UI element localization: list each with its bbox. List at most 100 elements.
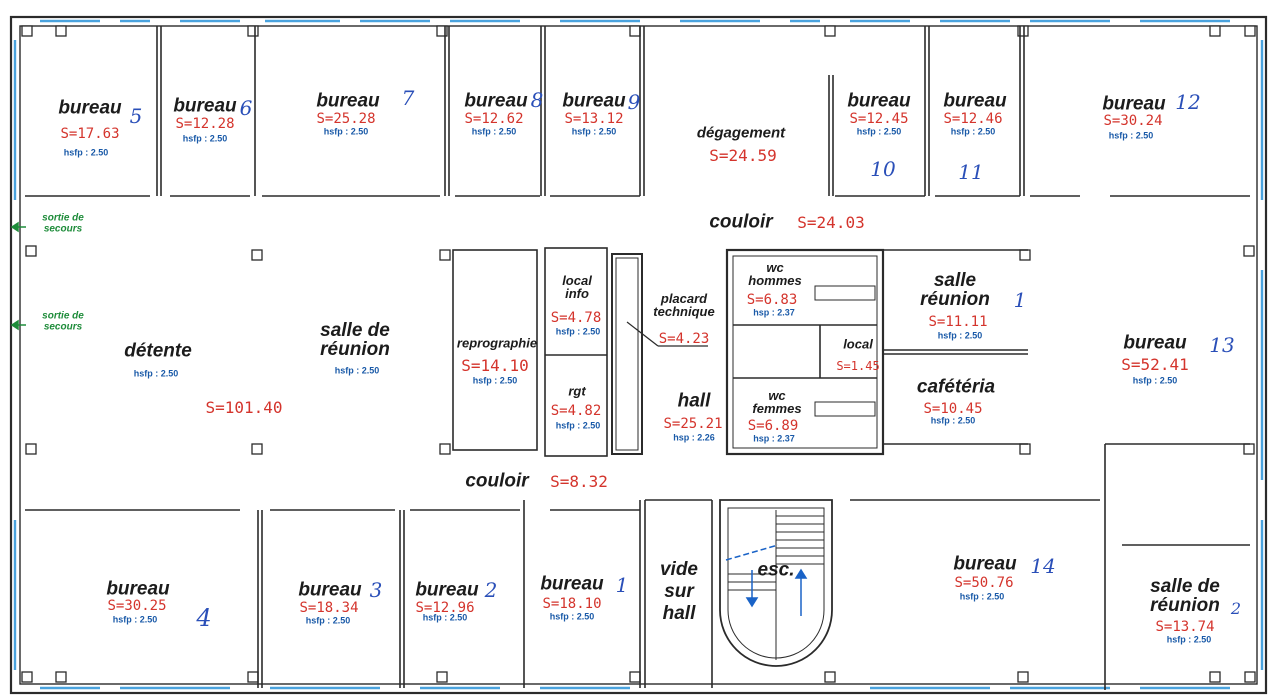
room-area-bureau-4: S=30.25 [107, 598, 167, 614]
room-height-bureau-5: hsfp : 2.50 [63, 147, 109, 158]
room-area-local-info: S=4.78 [550, 310, 602, 326]
room-height-reprographie: hsfp : 2.50 [472, 375, 518, 386]
room-area-couloir-1: S=24.03 [797, 213, 865, 232]
room-area-wc-femmes: S=6.89 [747, 418, 799, 434]
room-area-bureau-3: S=18.34 [299, 600, 359, 616]
room-area-placard-technique: S=4.23 [658, 331, 710, 347]
room-number-12: 12 [1175, 90, 1201, 114]
room-name-couloir-1: couloir [709, 211, 773, 233]
room-number-9: 9 [627, 90, 641, 114]
room-height-bureau-6: hsfp : 2.50 [182, 133, 228, 144]
room-height-salle-reunion: hsfp : 2.50 [334, 365, 380, 376]
room-number-11: 11 [958, 160, 984, 184]
room-name-hall: hall [677, 390, 711, 412]
room-height-rgt: hsfp : 2.50 [555, 420, 601, 431]
room-name-bureau-9: bureau [562, 90, 626, 112]
interior-walls [25, 26, 1250, 690]
room-area-bureau-11: S=12.46 [943, 111, 1003, 127]
room-number-10: 10 [870, 157, 896, 181]
room-name-bureau-4: bureau [106, 578, 170, 600]
room-height-detente: hsfp : 2.50 [133, 368, 179, 379]
room-area-salle-reunion-2: S=13.74 [1155, 619, 1215, 635]
room-name-bureau-2: bureau [415, 579, 479, 601]
room-height-bureau-8: hsfp : 2.50 [471, 126, 517, 137]
room-number-4: 4 [196, 604, 212, 632]
room-area-bureau-8: S=12.62 [464, 111, 524, 127]
exit-arrows [10, 221, 26, 331]
room-area-reprographie: S=14.10 [461, 356, 529, 375]
room-area-bureau-7: S=25.28 [316, 111, 376, 127]
windows [13, 19, 1264, 690]
room-area-bureau-1: S=18.10 [542, 596, 602, 612]
room-name-rgt: rgt [568, 383, 586, 399]
room-number-2: 2 [484, 578, 498, 602]
room-area-bureau-12: S=30.24 [1103, 113, 1163, 129]
room-name-bureau-10: bureau [847, 90, 911, 112]
room-area-bureau-9: S=13.12 [564, 111, 624, 127]
room-area-degagement: S=24.59 [709, 146, 777, 165]
room-area-salle-reunion-1: S=11.11 [928, 314, 988, 330]
room-area-wc-hommes: S=6.83 [746, 292, 798, 308]
room-name-detente: détente [124, 340, 192, 362]
room-name-reprographie: reprographie [456, 335, 538, 351]
room-area-bureau-14: S=50.76 [954, 575, 1014, 591]
room-number-3: 3 [369, 578, 383, 602]
columns [21, 25, 1256, 683]
room-area-bureau-10: S=12.45 [849, 111, 909, 127]
room-area-rgt: S=4.82 [550, 403, 602, 419]
room-area-couloir-2: S=8.32 [550, 472, 608, 491]
room-height-wc-femmes: hsp : 2.37 [753, 433, 795, 444]
room-height-wc-hommes: hsp : 2.37 [753, 307, 795, 318]
room-number-6: 6 [239, 96, 253, 120]
room-height-bureau-3: hsfp : 2.50 [305, 615, 351, 626]
room-height-bureau-7: hsfp : 2.50 [323, 126, 369, 137]
room-height-bureau-10: hsfp : 2.50 [856, 126, 902, 137]
room-name-bureau-8: bureau [464, 90, 528, 112]
room-number-sr1: 1 [1013, 288, 1027, 312]
room-name-degagement: dégagement [696, 124, 786, 142]
room-height-bureau-2: hsfp : 2.50 [422, 612, 468, 623]
room-height-bureau-13: hsfp : 2.50 [1132, 375, 1178, 386]
room-name-bureau-14: bureau [953, 553, 1017, 575]
room-height-bureau-11: hsfp : 2.50 [950, 126, 996, 137]
room-name-escalier: esc. [757, 559, 795, 581]
room-height-cafeteria: hsfp : 2.50 [930, 415, 976, 426]
room-height-bureau-9: hsfp : 2.50 [571, 126, 617, 137]
room-height-local-info: hsfp : 2.50 [555, 326, 601, 337]
room-number-1: 1 [615, 573, 629, 597]
room-height-salle-reunion-1: hsfp : 2.50 [937, 330, 983, 341]
room-name-bureau-3: bureau [298, 579, 362, 601]
room-number-5: 5 [129, 104, 143, 128]
room-name-cafeteria: cafétéria [916, 376, 996, 398]
room-area-bureau-13: S=52.41 [1121, 355, 1189, 374]
room-height-bureau-1: hsfp : 2.50 [549, 611, 595, 622]
room-number-7: 7 [401, 86, 415, 110]
room-height-bureau-14: hsfp : 2.50 [959, 591, 1005, 602]
room-name-bureau-11: bureau [943, 90, 1007, 112]
room-area-cafeteria: S=10.45 [923, 401, 983, 417]
stair-arrows [725, 544, 808, 616]
room-height-bureau-4: hsfp : 2.50 [112, 614, 158, 625]
room-number-sr2: 2 [1230, 599, 1242, 618]
room-name-local: local [843, 336, 873, 352]
room-name-bureau-7: bureau [316, 90, 380, 112]
room-name-bureau-12: bureau [1102, 93, 1166, 115]
room-area-bureau-2: S=12.96 [415, 600, 475, 616]
room-name-bureau-1: bureau [540, 573, 604, 595]
room-number-8: 8 [530, 88, 544, 112]
room-number-14: 14 [1030, 554, 1056, 578]
room-height-salle-reunion-2: hsfp : 2.50 [1166, 634, 1212, 645]
room-name-bureau-5: bureau [58, 97, 122, 119]
room-number-13: 13 [1209, 333, 1235, 357]
room-name-bureau-6: bureau [173, 95, 237, 117]
